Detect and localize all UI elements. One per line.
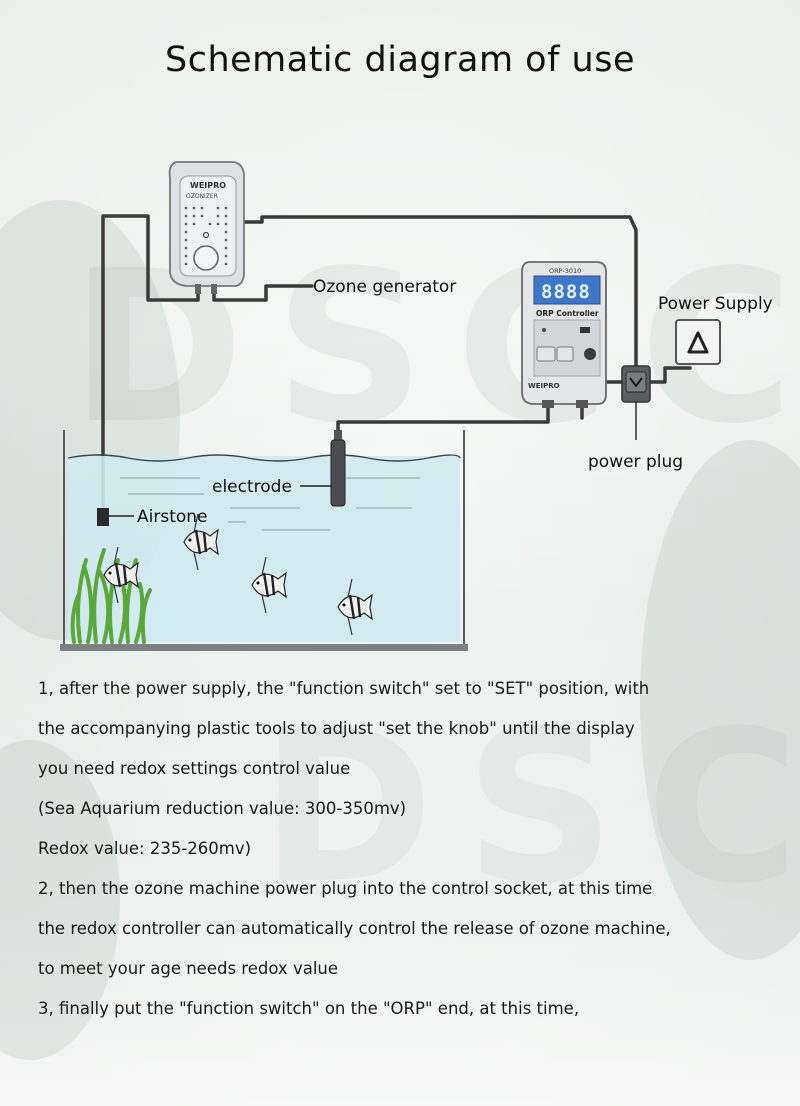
label-airstone: Airstone	[137, 507, 208, 527]
angelfish-group	[103, 513, 373, 636]
ozone-generator-device: WEIPRO OZONIZER	[168, 161, 245, 294]
controller-display-value: 8888	[541, 281, 591, 303]
orp-controller-device: ORP-3010 8888 ORP Controller WEIPRO	[521, 261, 607, 408]
instruction-line: 1, after the power supply, the "function…	[38, 679, 650, 698]
controller-display	[533, 275, 601, 305]
airstone	[97, 508, 134, 526]
controller-knob	[584, 348, 596, 360]
instruction-line: the redox controller can automatically c…	[38, 919, 671, 938]
label-ozone-generator: Ozone generator	[313, 277, 456, 297]
instruction-line: to meet your age needs redox value	[38, 959, 339, 978]
schematic-diagram: WEIPRO OZONIZER ORP-3010 8888 ORP Contro…	[60, 161, 773, 651]
controller-model: ORP-3010	[549, 267, 581, 275]
instructions-list: 1, after the power supply, the "function…	[38, 672, 778, 1032]
power-supply-socket	[675, 319, 721, 365]
label-power-plug: power plug	[588, 452, 683, 472]
aquarium-tank	[60, 430, 468, 651]
instruction-line: you need redox settings control value	[38, 759, 351, 778]
ozonizer-brand: WEIPRO	[190, 181, 226, 190]
label-electrode: electrode	[212, 477, 292, 497]
power-plug-device	[621, 365, 651, 440]
ozonizer-name: OZONIZER	[186, 193, 218, 200]
ozonizer-knob	[193, 245, 219, 271]
ozonizer-indicator	[202, 231, 210, 239]
watermark-text-lower: DSCC	[260, 685, 800, 930]
instruction-line: the accompanying plastic tools to adjust…	[38, 719, 635, 738]
controller-brand: WEIPRO	[528, 382, 560, 390]
instruction-line: Redox value: 235-260mv)	[38, 839, 252, 858]
instruction-line: (Sea Aquarium reduction value: 300-350mv…	[38, 799, 407, 818]
instruction-line: 3, finally put the "function switch" on …	[38, 999, 580, 1018]
page-title: Schematic diagram of use	[164, 40, 635, 80]
label-power-supply: Power Supply	[658, 294, 773, 314]
controller-name: ORP Controller	[536, 309, 599, 318]
instruction-line: 2, then the ozone machine power plug int…	[38, 879, 653, 898]
electrode-probe	[300, 430, 346, 507]
